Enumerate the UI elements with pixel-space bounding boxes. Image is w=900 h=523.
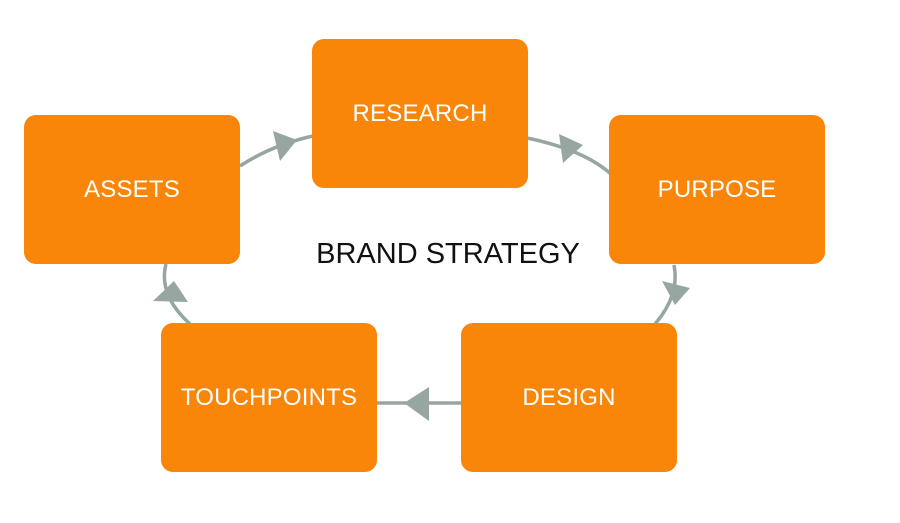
connector-assets-research [239,134,314,168]
node-design-label: DESIGN [522,383,616,411]
arrowhead-research-purpose [559,134,583,163]
node-purpose-label: PURPOSE [657,175,777,203]
node-design: DESIGN [461,323,677,472]
node-research: RESEARCH [312,39,528,188]
node-assets-label: ASSETS [84,175,180,203]
arrowhead-touchpoints-assets [153,281,188,302]
connector-research-purpose [526,136,614,177]
node-touchpoints: TOUCHPOINTS [161,323,377,472]
node-research-label: RESEARCH [352,99,488,127]
node-purpose: PURPOSE [609,115,825,264]
node-touchpoints-label: TOUCHPOINTS [180,383,358,411]
arrowhead-purpose-design [662,281,690,305]
arrowhead-assets-research [273,131,297,161]
node-assets: ASSETS [24,115,240,264]
arrowhead-design-touchpoints [404,387,429,421]
diagram-title: BRAND STRATEGY [316,238,580,270]
